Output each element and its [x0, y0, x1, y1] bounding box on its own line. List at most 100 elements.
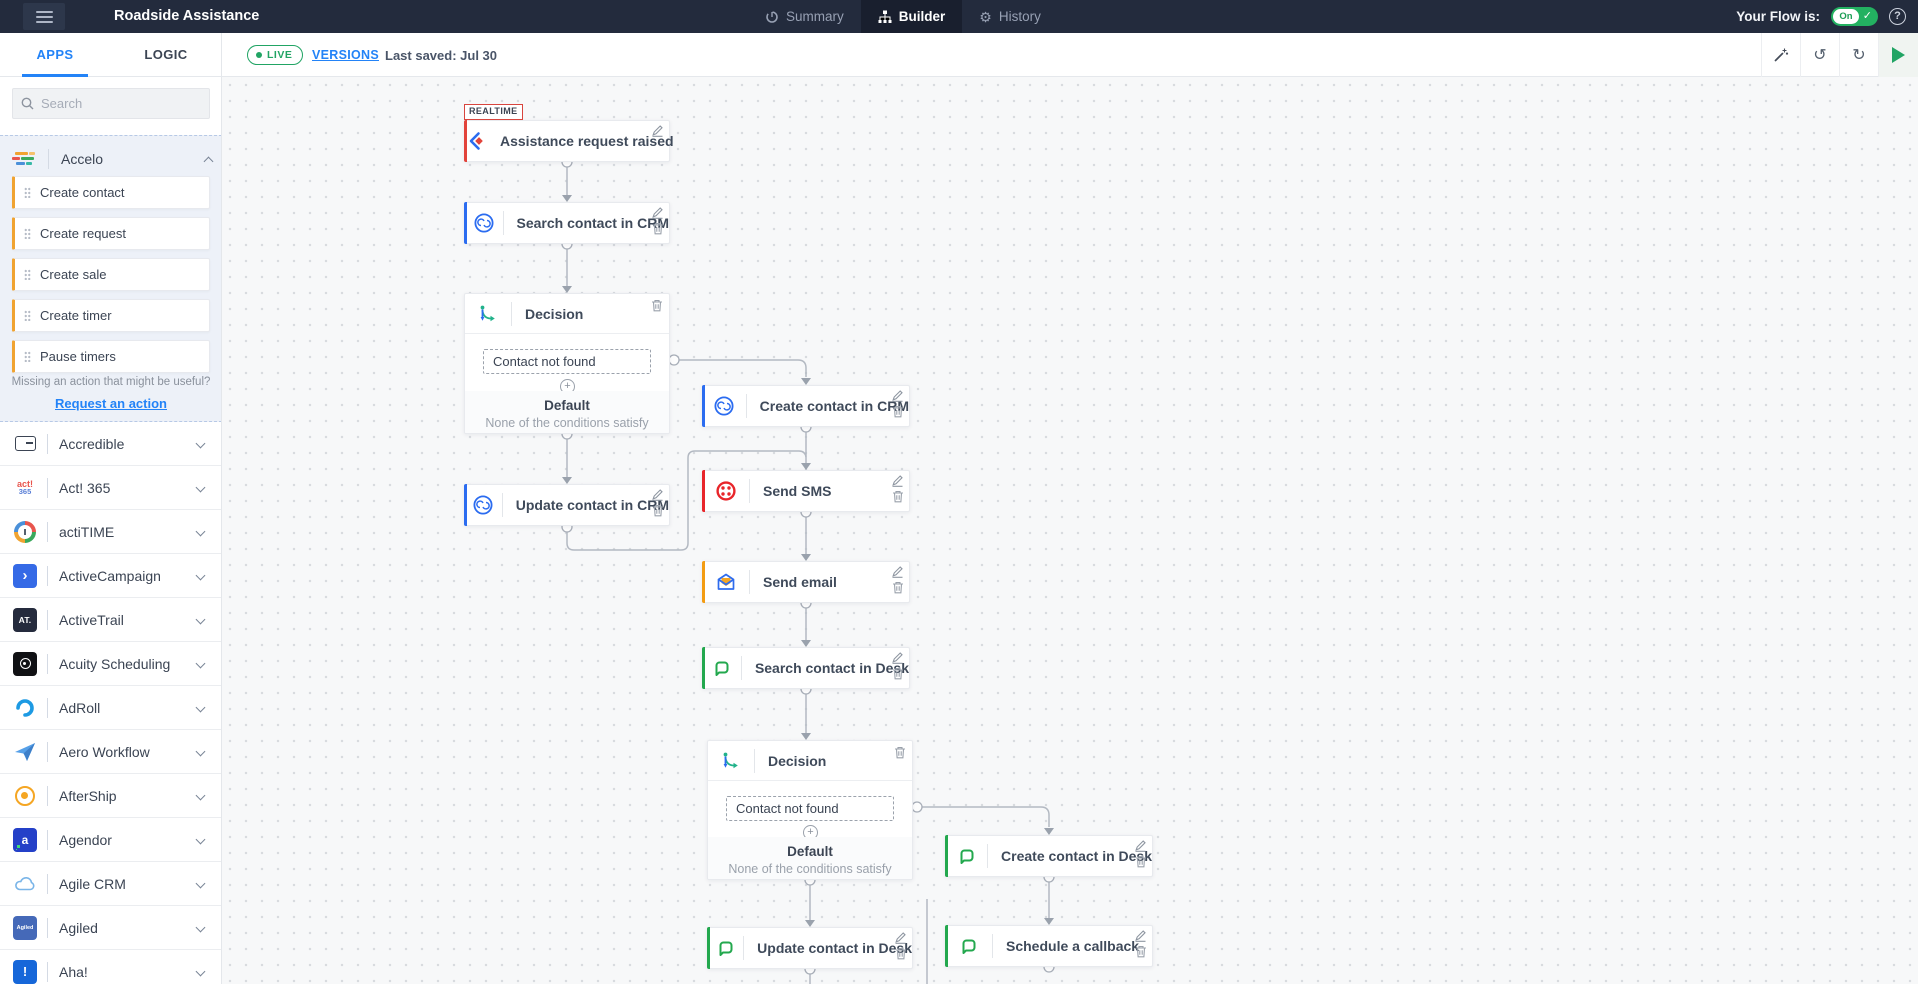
delete-node-icon[interactable] [652, 504, 664, 522]
flow-node-send-sms[interactable]: Send SMS [702, 470, 910, 512]
drag-handle-icon[interactable] [24, 187, 31, 198]
request-action-link[interactable]: Request an action [55, 396, 167, 411]
chevron-down-icon[interactable] [195, 966, 206, 977]
app-row-aeroworkflow[interactable]: Aero Workflow [0, 730, 221, 774]
chevron-up-icon[interactable] [203, 156, 214, 166]
chevron-down-icon[interactable] [195, 702, 206, 713]
decision-condition[interactable]: Contact not found [483, 349, 651, 374]
app-row-agiled[interactable]: Agiled Agiled [0, 906, 221, 950]
app-row-aftership[interactable]: AfterShip [0, 774, 221, 818]
live-badge: LIVE [247, 45, 304, 65]
flow-canvas[interactable]: REALTIME Assistance request raised Searc… [222, 77, 1918, 984]
chevron-down-icon[interactable] [195, 922, 206, 933]
action-create-contact[interactable]: Create contact [12, 176, 210, 209]
app-row-activetrail[interactable]: AT. ActiveTrail [0, 598, 221, 642]
help-icon[interactable]: ? [1889, 8, 1906, 25]
agile-crm-icon [13, 872, 37, 896]
flow-node-create-contact-crm[interactable]: Create contact in CRM [702, 385, 910, 427]
chevron-down-icon[interactable] [195, 834, 206, 845]
redo-button[interactable]: ↻ [1839, 33, 1878, 77]
search-input[interactable] [41, 96, 201, 111]
run-flow-button[interactable] [1878, 33, 1918, 77]
builder-toolbar: LIVE VERSIONS Last saved: Jul 30 ↺ ↻ [222, 33, 1918, 77]
edit-node-icon[interactable] [651, 206, 664, 224]
delete-node-icon[interactable] [651, 299, 663, 317]
chevron-down-icon[interactable] [195, 746, 206, 757]
undo-button[interactable]: ↺ [1800, 33, 1839, 77]
chevron-down-icon[interactable] [195, 614, 206, 625]
drag-handle-icon[interactable] [24, 351, 31, 362]
app-row-agilecrm[interactable]: Agile CRM [0, 862, 221, 906]
action-create-sale[interactable]: Create sale [12, 258, 210, 291]
app-row-adroll[interactable]: AdRoll [0, 686, 221, 730]
action-pause-timers[interactable]: Pause timers [12, 340, 210, 373]
hamburger-menu-icon[interactable] [23, 3, 65, 30]
drag-handle-icon[interactable] [24, 310, 31, 321]
flow-on-toggle[interactable]: On ✓ [1831, 7, 1878, 26]
app-row-accredible[interactable]: Accredible [0, 422, 221, 466]
chevron-down-icon[interactable] [195, 658, 206, 669]
edit-node-icon[interactable] [891, 565, 904, 583]
zoho-desk-icon [703, 657, 741, 679]
edit-node-icon[interactable] [1134, 929, 1147, 947]
adroll-icon [13, 696, 37, 720]
flow-node-create-contact-desk[interactable]: Create contact in Desk [945, 835, 1153, 877]
flow-node-schedule-callback[interactable]: Schedule a callback [945, 925, 1153, 967]
delete-node-icon[interactable] [892, 405, 904, 423]
flow-node-update-contact-desk[interactable]: Update contact in Desk [707, 927, 913, 969]
delete-node-icon[interactable] [892, 581, 904, 599]
versions-link[interactable]: VERSIONS [312, 48, 379, 62]
chevron-down-icon[interactable] [195, 878, 206, 889]
drag-handle-icon[interactable] [24, 269, 31, 280]
action-create-timer[interactable]: Create timer [12, 299, 210, 332]
chevron-down-icon[interactable] [195, 482, 206, 493]
edit-node-icon[interactable] [891, 651, 904, 669]
flow-node-search-contact-desk[interactable]: Search contact in Desk [702, 647, 910, 689]
app-row-acuity[interactable]: Acuity Scheduling [0, 642, 221, 686]
chevron-down-icon[interactable] [195, 526, 206, 537]
delete-node-icon[interactable] [1135, 945, 1147, 963]
edit-node-icon[interactable] [891, 389, 904, 407]
decision-default-branch[interactable]: Default None of the conditions satisfy [708, 837, 912, 879]
sidebar-tab-apps[interactable]: APPS [0, 33, 110, 77]
decision-default-branch[interactable]: Default None of the conditions satisfy [465, 391, 669, 433]
flow-node-decision-2[interactable]: Decision Contact not found + Default Non… [707, 740, 913, 880]
accelo-header[interactable]: Accelo [12, 144, 214, 174]
flow-node-send-email[interactable]: Send email [702, 561, 910, 603]
drag-handle-icon[interactable] [24, 228, 31, 239]
check-icon: ✓ [1862, 10, 1872, 22]
app-row-actitime[interactable]: actiTIME [0, 510, 221, 554]
magic-wand-button[interactable] [1761, 33, 1800, 77]
flow-node-trigger[interactable]: Assistance request raised [464, 120, 674, 162]
edit-node-icon[interactable] [651, 124, 664, 142]
app-row-act365[interactable]: act!365 Act! 365 [0, 466, 221, 510]
app-search-field[interactable] [12, 88, 210, 119]
delete-node-icon[interactable] [892, 490, 904, 508]
delete-node-icon[interactable] [894, 746, 906, 764]
chevron-down-icon[interactable] [195, 438, 206, 449]
flow-node-update-contact-crm[interactable]: Update contact in CRM [464, 484, 670, 526]
chevron-down-icon[interactable] [195, 570, 206, 581]
app-row-agendor[interactable]: a Agendor [0, 818, 221, 862]
app-row-aha[interactable]: ! Aha! [0, 950, 221, 984]
action-create-request[interactable]: Create request [12, 217, 210, 250]
delete-node-icon[interactable] [652, 222, 664, 240]
delete-node-icon[interactable] [892, 667, 904, 685]
sidebar-tab-logic[interactable]: LOGIC [144, 47, 188, 62]
tab-summary[interactable]: Summary [748, 0, 861, 33]
chevron-down-icon[interactable] [195, 790, 206, 801]
flow-node-decision-1[interactable]: Decision Contact not found + Default Non… [464, 293, 670, 434]
edit-node-icon[interactable] [891, 474, 904, 492]
app-row-activecampaign[interactable]: › ActiveCampaign [0, 554, 221, 598]
zoho-desk-icon [946, 935, 992, 957]
decision-condition[interactable]: Contact not found [726, 796, 894, 821]
edit-node-icon[interactable] [894, 931, 907, 949]
delete-node-icon[interactable] [1135, 855, 1147, 873]
zoho-desk-icon [708, 937, 743, 959]
delete-node-icon[interactable] [895, 947, 907, 965]
edit-node-icon[interactable] [1134, 839, 1147, 857]
tab-builder[interactable]: Builder [860, 0, 963, 33]
flow-node-search-contact-crm[interactable]: Search contact in CRM [464, 202, 670, 244]
sidebar-tabs: APPS LOGIC [0, 33, 222, 77]
tab-history[interactable]: ⚙ History [979, 8, 1041, 25]
